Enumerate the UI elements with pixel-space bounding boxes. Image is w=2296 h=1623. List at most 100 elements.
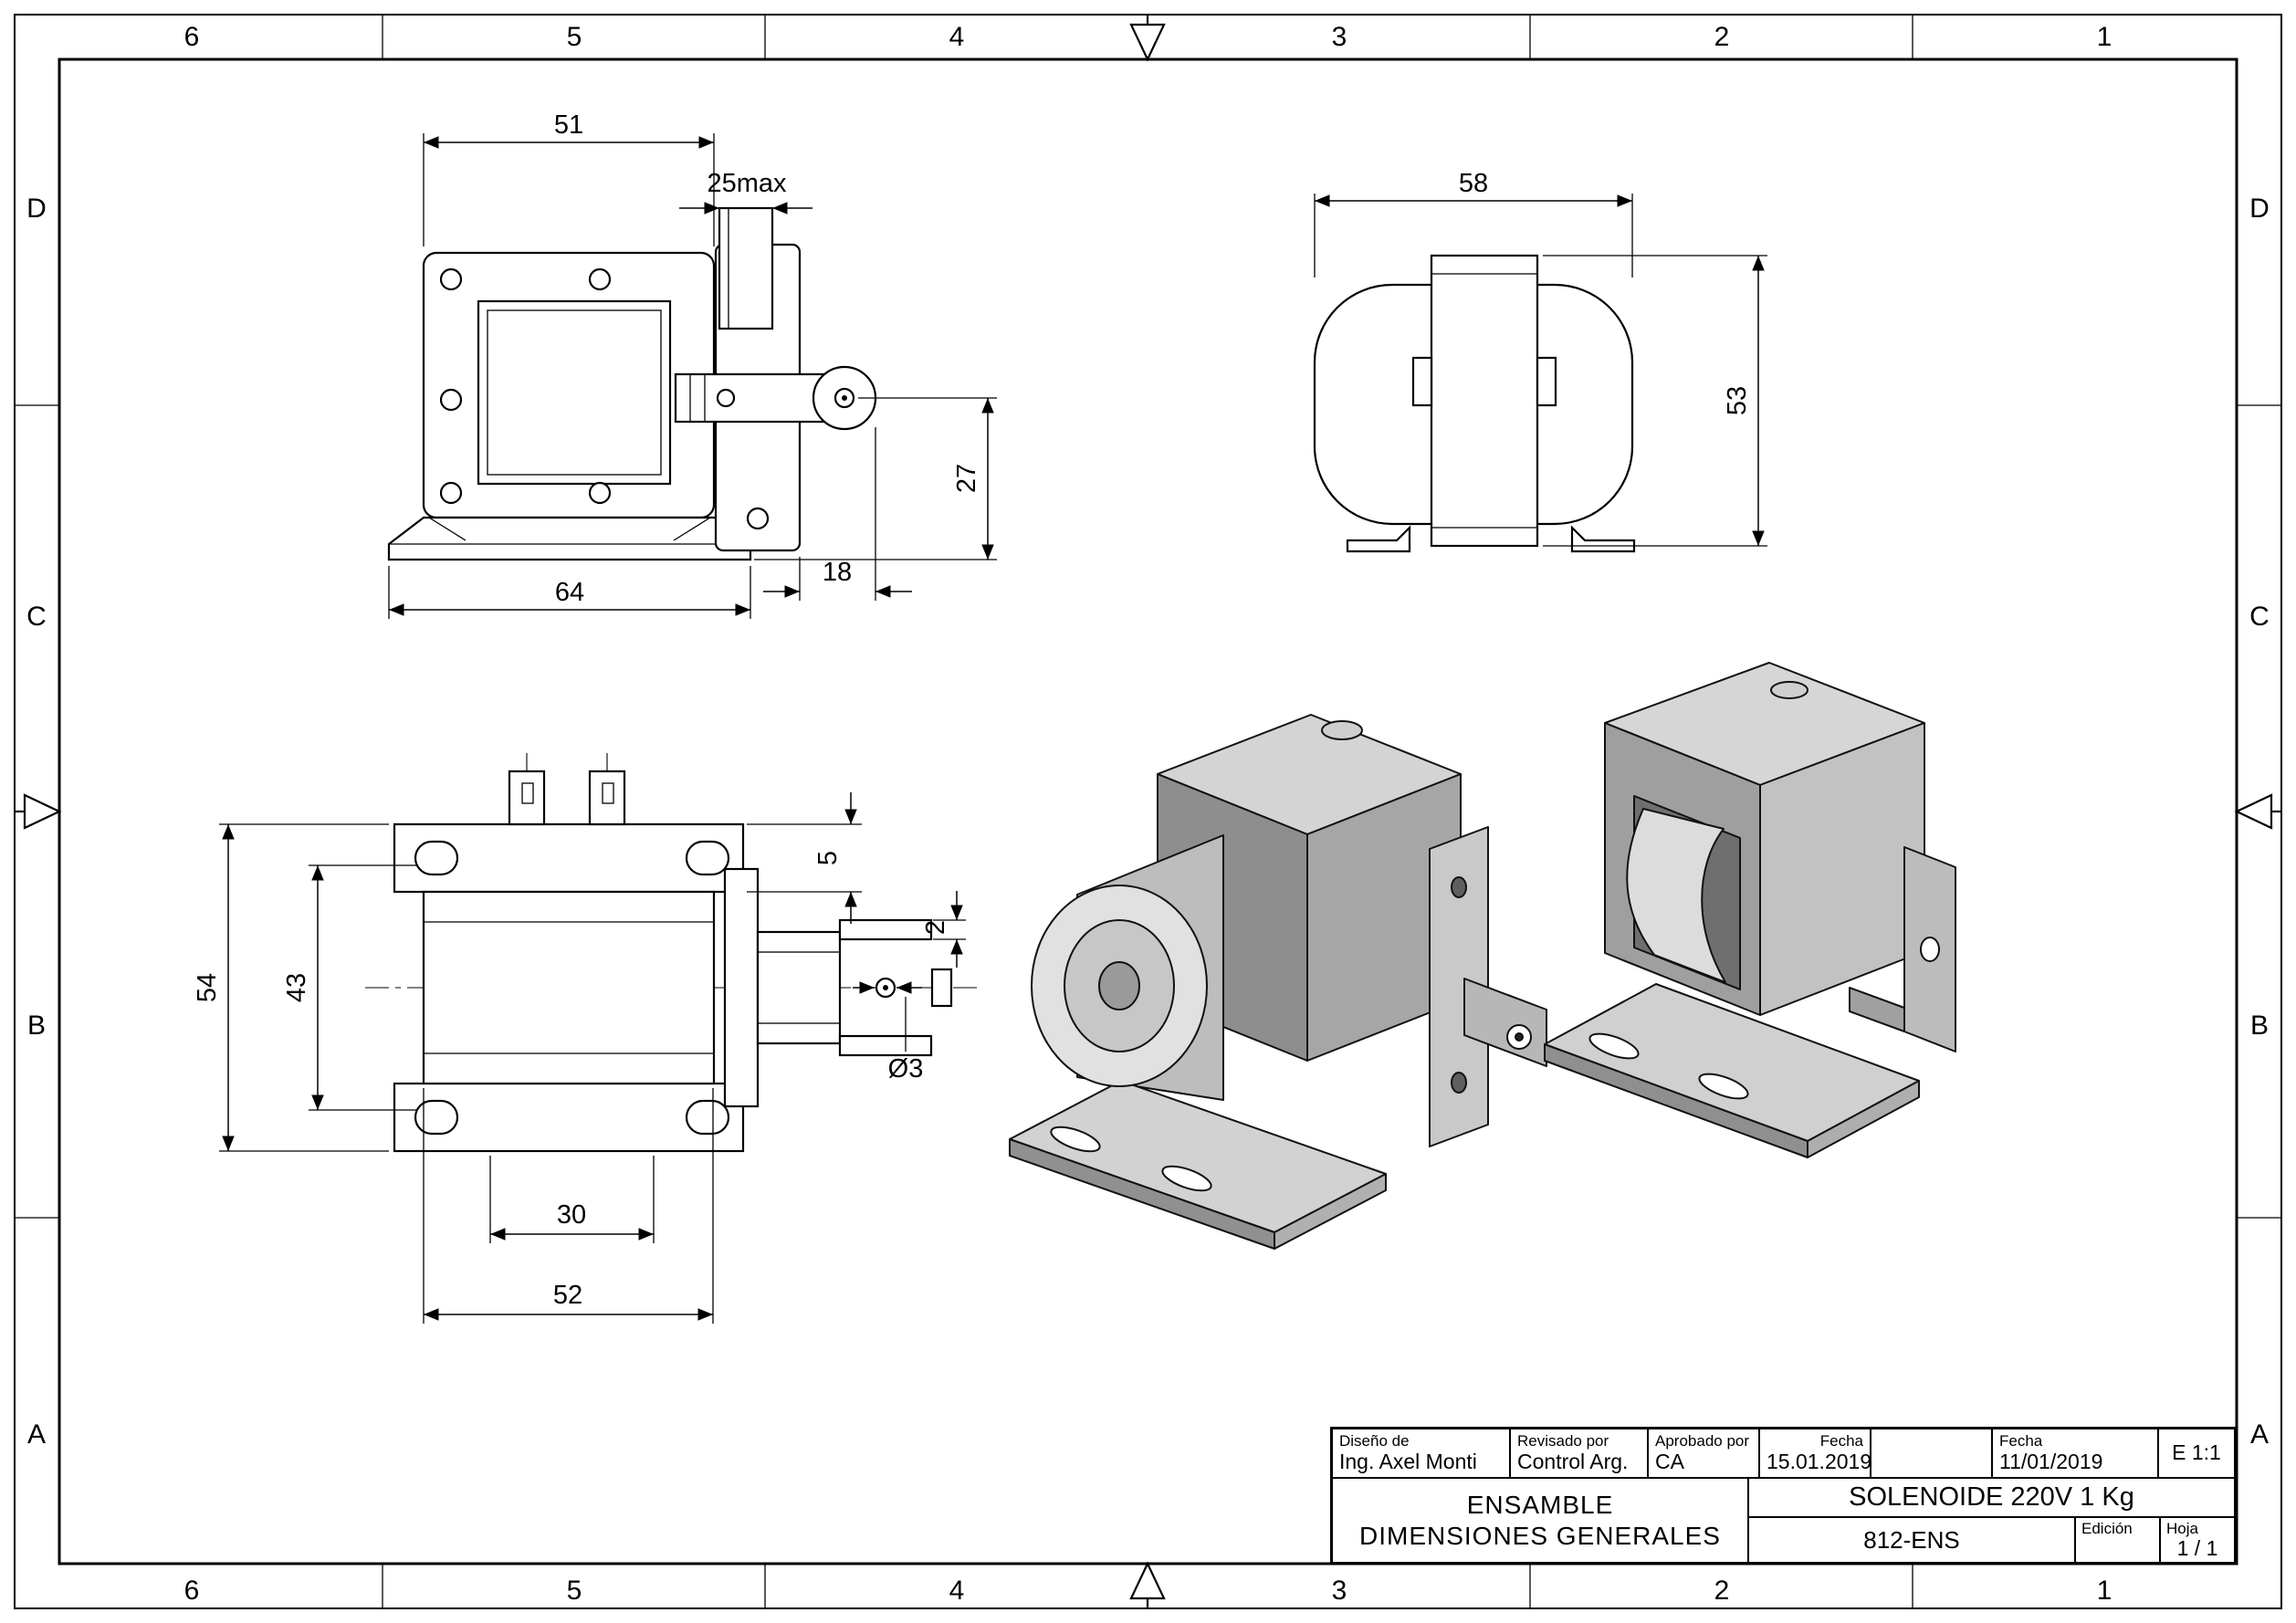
grid-ticks (15, 15, 2281, 1608)
top-slot (414, 840, 459, 876)
grid-label-bottom-5: 5 (567, 1576, 582, 1606)
reviewed-value: Control Arg. (1517, 1450, 1629, 1473)
cell-empty (1871, 1429, 1993, 1477)
title-block-main-row: ENSAMBLE DIMENSIONES GENERALES SOLENOIDE… (1333, 1479, 2234, 1562)
top-clevis-plate (838, 918, 933, 941)
title-block-right: SOLENOIDE 220V 1 Kg 812-ENS Edición Hoja… (1749, 1479, 2234, 1562)
front-view (387, 206, 877, 561)
top-view (365, 753, 977, 1153)
dim-side-height: 53 (1723, 386, 1752, 415)
approved-label: Aprobado por (1655, 1432, 1750, 1450)
title-block-bottom-row: 812-ENS Edición Hoja 1 / 1 (1749, 1518, 2234, 1562)
top-plunger-rod (756, 930, 842, 1045)
front-plunger-extension (718, 206, 774, 330)
center-arrow-right-icon (2234, 793, 2273, 830)
top-view-dimensions: 54 43 5 2 Ø3 30 52 (193, 792, 966, 1324)
grid-label-left-a: A (27, 1419, 46, 1450)
grid-label-bottom-1: 1 (2097, 1576, 2113, 1606)
cell-assembly-title: ENSAMBLE DIMENSIONES GENERALES (1333, 1479, 1749, 1562)
grid-label-right-a: A (2250, 1419, 2269, 1450)
grid-label-top-5: 5 (567, 22, 582, 52)
cell-date-2: Fecha 11/01/2019 (1993, 1429, 2159, 1477)
approved-value: CA (1655, 1450, 1684, 1473)
grid-label-bottom-6: 6 (184, 1576, 200, 1606)
dim-top-outer-height: 54 (193, 973, 222, 1002)
date-2-label: Fecha (1999, 1432, 2043, 1450)
grid-label-top-3: 3 (1332, 22, 1347, 52)
sheet-frame: 6 5 4 3 2 1 6 5 4 3 2 1 D C B A D C B A (14, 14, 2282, 1609)
center-arrow-left-icon (23, 793, 62, 830)
sheet-value: 1 / 1 (2176, 1536, 2218, 1560)
top-terminal-tab (508, 770, 546, 826)
grid-label-left-b: B (27, 1010, 46, 1041)
grid-label-right-b: B (2250, 1010, 2269, 1041)
side-core-stack (1430, 254, 1539, 548)
grid-label-bottom-4: 4 (949, 1576, 965, 1606)
iso1-base-slot (1050, 1126, 1101, 1153)
dim-side-width: 58 (1459, 169, 1488, 198)
iso1-base-slot (1161, 1165, 1212, 1192)
designed-label: Diseño de (1339, 1432, 1410, 1450)
cell-designed: Diseño de Ing. Axel Monti (1333, 1429, 1511, 1477)
cell-edition: Edición (2076, 1518, 2161, 1562)
cell-approved: Aprobado por CA (1649, 1429, 1760, 1477)
sheet-label: Hoja (2166, 1520, 2198, 1537)
reviewed-label: Revisado por (1517, 1432, 1609, 1450)
side-view (1313, 254, 1636, 553)
center-arrow-top-icon (1129, 23, 1166, 62)
iso2-base-slot (1698, 1073, 1749, 1100)
dim-front-plunger-travel: 25max (707, 169, 787, 198)
front-view-dimensions: 51 25max 27 18 64 (388, 110, 997, 619)
grid-label-left-c: C (26, 602, 47, 632)
title-block: Diseño de Ing. Axel Monti Revisado por C… (1330, 1427, 2237, 1565)
cell-date-1: Fecha 15.01.2019 (1760, 1429, 1871, 1477)
dim-front-base-width: 64 (555, 578, 584, 607)
part-title: SOLENOIDE 220V 1 Kg (1749, 1479, 2234, 1518)
grid-label-top-2: 2 (1714, 22, 1730, 52)
side-foot-left (1346, 525, 1411, 553)
assembly-title-line2: DIMENSIONES GENERALES (1359, 1521, 1721, 1550)
grid-label-bottom-3: 3 (1332, 1576, 1347, 1606)
dim-front-stroke: 18 (823, 558, 852, 587)
dim-top-flange-width: 5 (813, 851, 843, 865)
top-body (422, 890, 716, 1085)
grid-label-top-6: 6 (184, 22, 200, 52)
outer-border (14, 14, 2282, 1609)
top-slot (414, 1099, 459, 1136)
iso2-base-slot (1588, 1032, 1640, 1060)
side-foot-right (1570, 525, 1636, 553)
dim-top-hole-spacing: 30 (557, 1200, 586, 1230)
cell-reviewed: Revisado por Control Arg. (1511, 1429, 1649, 1477)
dim-top-inner-height: 43 (282, 973, 311, 1002)
front-base-flange (387, 516, 752, 561)
dim-front-body-width: 51 (554, 110, 583, 140)
cell-scale: E 1:1 (2159, 1429, 2234, 1477)
assembly-title-line1: ENSAMBLE (1466, 1490, 1614, 1519)
top-terminal-tab (588, 770, 626, 826)
grid-labels: 6 5 4 3 2 1 6 5 4 3 2 1 D C B A D C B A (26, 22, 2270, 1606)
front-plunger-arm (674, 372, 837, 424)
top-bracket (723, 867, 760, 1108)
dim-top-body-width: 52 (553, 1281, 582, 1310)
grid-label-right-d: D (2249, 194, 2270, 224)
title-block-header-row: Diseño de Ing. Axel Monti Revisado por C… (1333, 1429, 2234, 1479)
iso1-bracket (1429, 826, 1489, 1147)
edition-label: Edición (2081, 1520, 2133, 1537)
scale-value: E 1:1 (2172, 1440, 2221, 1464)
top-clevis-plate (838, 1034, 933, 1057)
grid-label-top-1: 1 (2097, 22, 2113, 52)
top-slot (685, 840, 730, 876)
dim-front-pin-height: 27 (952, 464, 981, 493)
grid-label-bottom-2: 2 (1714, 1576, 1730, 1606)
designed-value: Ing. Axel Monti (1339, 1450, 1477, 1473)
centering-marks (15, 15, 2281, 1608)
date-1-value: 15.01.2019 (1767, 1450, 1871, 1473)
front-coil-window (477, 299, 672, 486)
date-1-label: Fecha (1819, 1432, 1863, 1450)
top-slot (685, 1099, 730, 1136)
grid-label-left-d: D (26, 194, 47, 224)
iso-view-front-left (1009, 714, 1547, 1250)
part-number: 812-ENS (1749, 1518, 2076, 1562)
dim-top-plate-thickness: 2 (921, 920, 950, 935)
